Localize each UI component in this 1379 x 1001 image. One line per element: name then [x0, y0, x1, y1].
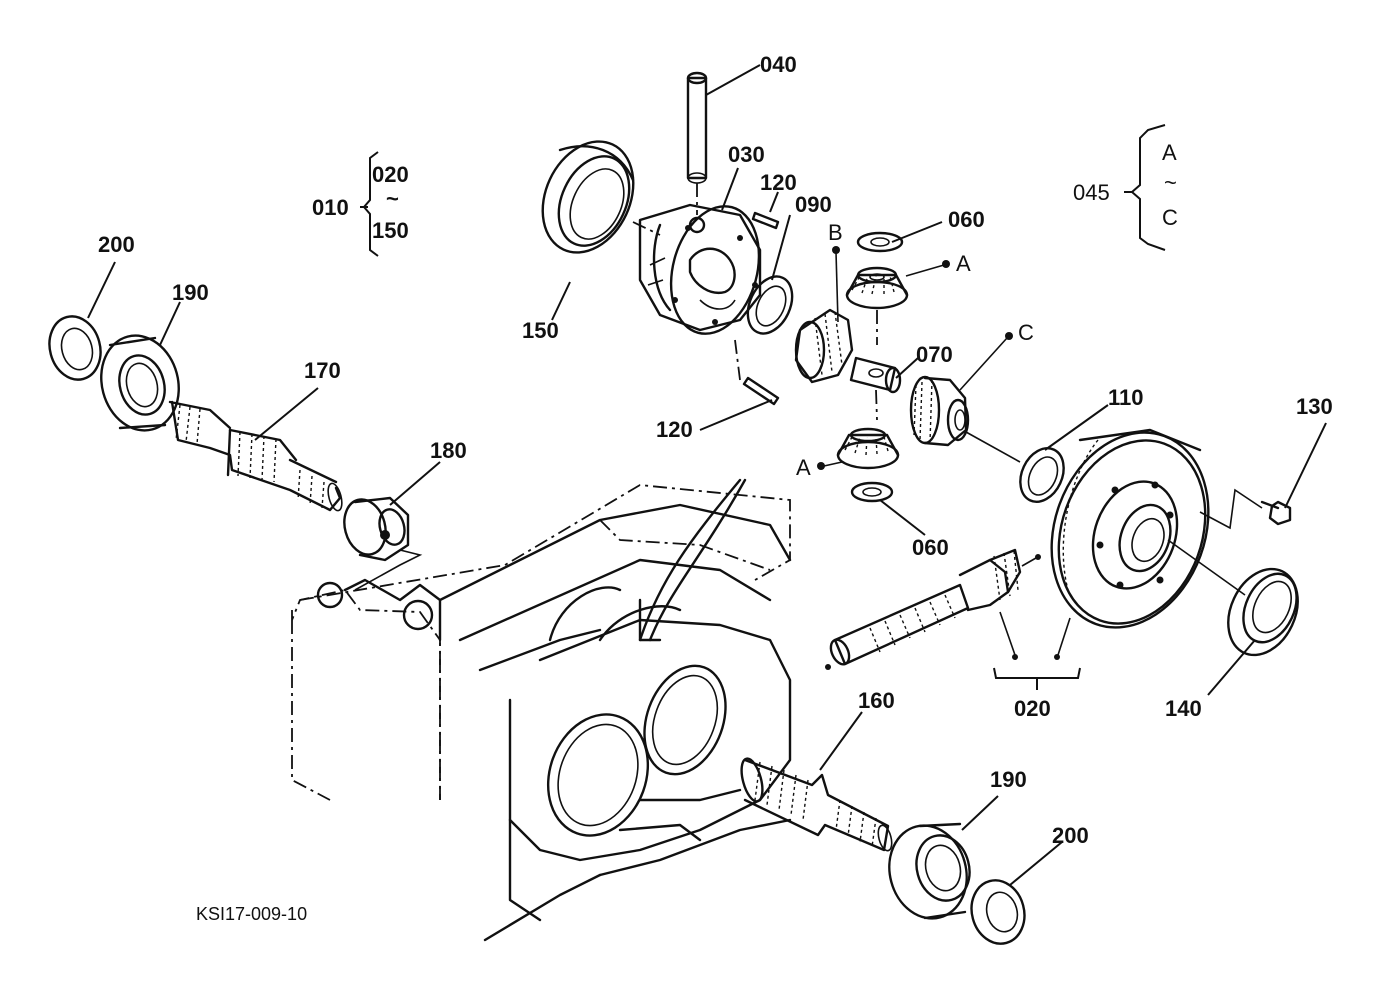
callout-200-right: 200 [1052, 823, 1089, 848]
pinion-a-top [845, 266, 909, 345]
side-gear-b [794, 308, 854, 384]
pinion-shaft-020 [825, 548, 1081, 690]
bolt-130 [1260, 500, 1292, 526]
callout-120-bottom: 120 [656, 417, 693, 442]
pinion-a-bottom [836, 427, 900, 470]
group-010-parent: 010 [312, 195, 349, 220]
washer-090 [746, 275, 794, 335]
drawing-code: KSI17-009-10 [196, 904, 307, 924]
bearing-190-left [100, 334, 180, 432]
callout-110: 110 [1108, 385, 1144, 410]
group-045-parent: 045 [1073, 180, 1110, 205]
group-045-from: A [1162, 140, 1177, 165]
pin-120-bottom [734, 339, 780, 406]
shaft-170 [168, 400, 343, 512]
washer-110 [1019, 447, 1065, 503]
callout-060-bottom: 060 [912, 535, 949, 560]
leader-lines [87, 64, 1327, 886]
callout-030: 030 [728, 142, 765, 167]
group-045-to: C [1162, 205, 1178, 230]
ref-letter-a-bottom: A [796, 455, 811, 480]
callout-040: 040 [760, 52, 797, 77]
bearing-140 [1227, 567, 1299, 657]
ref-letter-a-top: A [956, 251, 971, 276]
ref-letter-b: B [828, 220, 843, 245]
group-045-tilde: ~ [1164, 170, 1177, 195]
pin-120-top [751, 211, 780, 230]
ring-gear [1050, 428, 1263, 629]
callout-120-top: 120 [760, 170, 797, 195]
coupling-180 [343, 496, 423, 591]
callout-200-left: 200 [98, 232, 135, 257]
callout-190-left: 190 [172, 280, 209, 305]
group-010-bracket [360, 151, 379, 257]
callout-170: 170 [304, 358, 341, 383]
transmission-case [291, 478, 792, 942]
callout-140: 140 [1165, 696, 1202, 721]
callout-020: 020 [1014, 696, 1051, 721]
group-010-tilde: ~ [386, 186, 399, 211]
callout-070: 070 [916, 342, 953, 367]
shaft-160 [740, 757, 893, 852]
callout-labels: 040 030 120 090 060 150 070 120 110 130 … [98, 52, 1333, 924]
bearing-190-right [888, 822, 971, 920]
seal-200-right [970, 879, 1026, 945]
washer-060-bottom [850, 481, 894, 503]
pin-040 [686, 71, 708, 215]
group-045-bracket [1124, 124, 1166, 251]
shaft-070 [849, 356, 902, 421]
callout-150: 150 [522, 318, 559, 343]
washer-060-top [856, 231, 904, 253]
callout-160: 160 [858, 688, 895, 713]
side-gear-c [909, 375, 970, 447]
callout-180: 180 [430, 438, 467, 463]
ref-letter-c: C [1018, 320, 1034, 345]
callout-190-right: 190 [990, 767, 1027, 792]
group-010-from: 020 [372, 162, 409, 187]
differential-case-030 [638, 203, 762, 335]
callout-060-top: 060 [948, 207, 985, 232]
callout-130: 130 [1296, 394, 1333, 419]
callout-090: 090 [795, 192, 832, 217]
group-010-to: 150 [372, 218, 409, 243]
seal-200-left [48, 315, 102, 381]
bearing-150 [541, 140, 635, 254]
